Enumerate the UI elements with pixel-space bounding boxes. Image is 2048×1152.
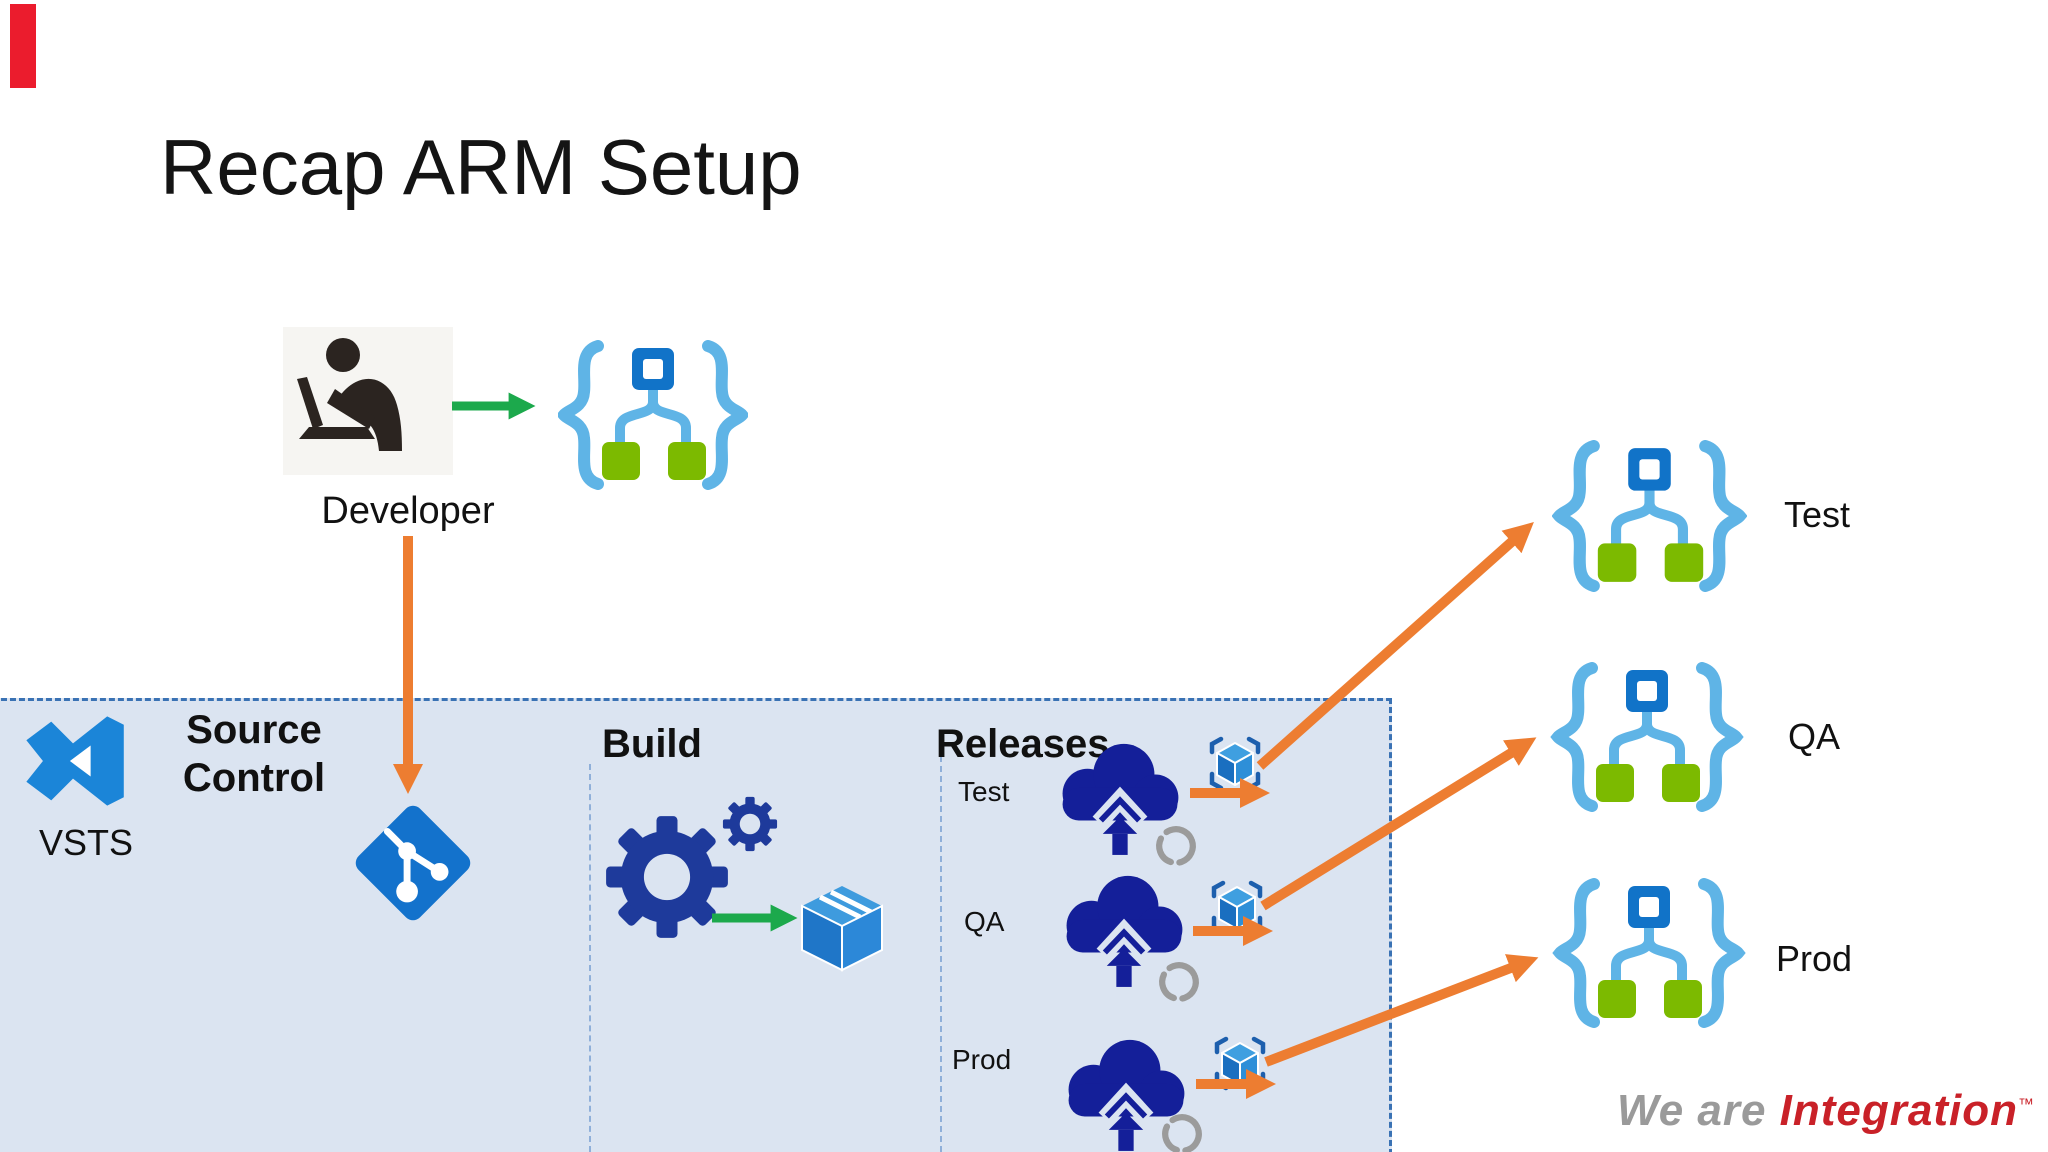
deploy-cube-icon-qa [1208,880,1266,936]
git-branch-icon [344,794,482,932]
releases-section-divider [940,756,942,1152]
source-control-heading-line2: Control [182,756,326,800]
build-heading: Build [602,722,702,766]
sync-icon-qa [1155,958,1203,1006]
branding-we-are: We are [1616,1086,1780,1135]
releases-heading: Releases [936,722,1110,766]
build-section-divider [589,764,591,1152]
arm-template-icon-test [1552,440,1747,592]
release-row-prod-label: Prod [952,1044,1012,1075]
arm-template-icon [558,340,748,490]
gear-icon-large [604,814,730,940]
company-branding: We are Integration™ [1617,1086,2034,1136]
source-control-heading: Source Control [138,706,370,802]
source-control-heading-line1: Source [186,708,322,752]
deploy-cube-icon-prod [1211,1036,1269,1092]
slide-title: Recap ARM Setup [160,123,802,211]
deploy-cube-icon-test [1206,736,1264,792]
gear-icon-small [722,796,778,852]
environment-qa-label: QA [1788,716,1841,757]
developer-icon [283,327,453,475]
sync-icon-prod [1158,1110,1206,1152]
red-accent-bar [10,4,36,88]
sync-icon-test [1152,822,1200,870]
arm-template-icon-qa [1548,662,1746,812]
vsts-label: VSTS [38,822,134,863]
build-package-icon [800,884,884,972]
developer-label: Developer [321,490,495,532]
environment-test-label: Test [1784,494,1851,535]
arm-template-icon-prod [1551,878,1747,1028]
release-row-qa-label: QA [964,906,1005,937]
release-row-test-label: Test [958,776,1010,807]
branding-integration: Integration [1779,1086,2018,1135]
vsts-logo-icon [16,704,130,818]
branding-trademark: ™ [2018,1096,2034,1114]
environment-prod-label: Prod [1776,938,1853,979]
